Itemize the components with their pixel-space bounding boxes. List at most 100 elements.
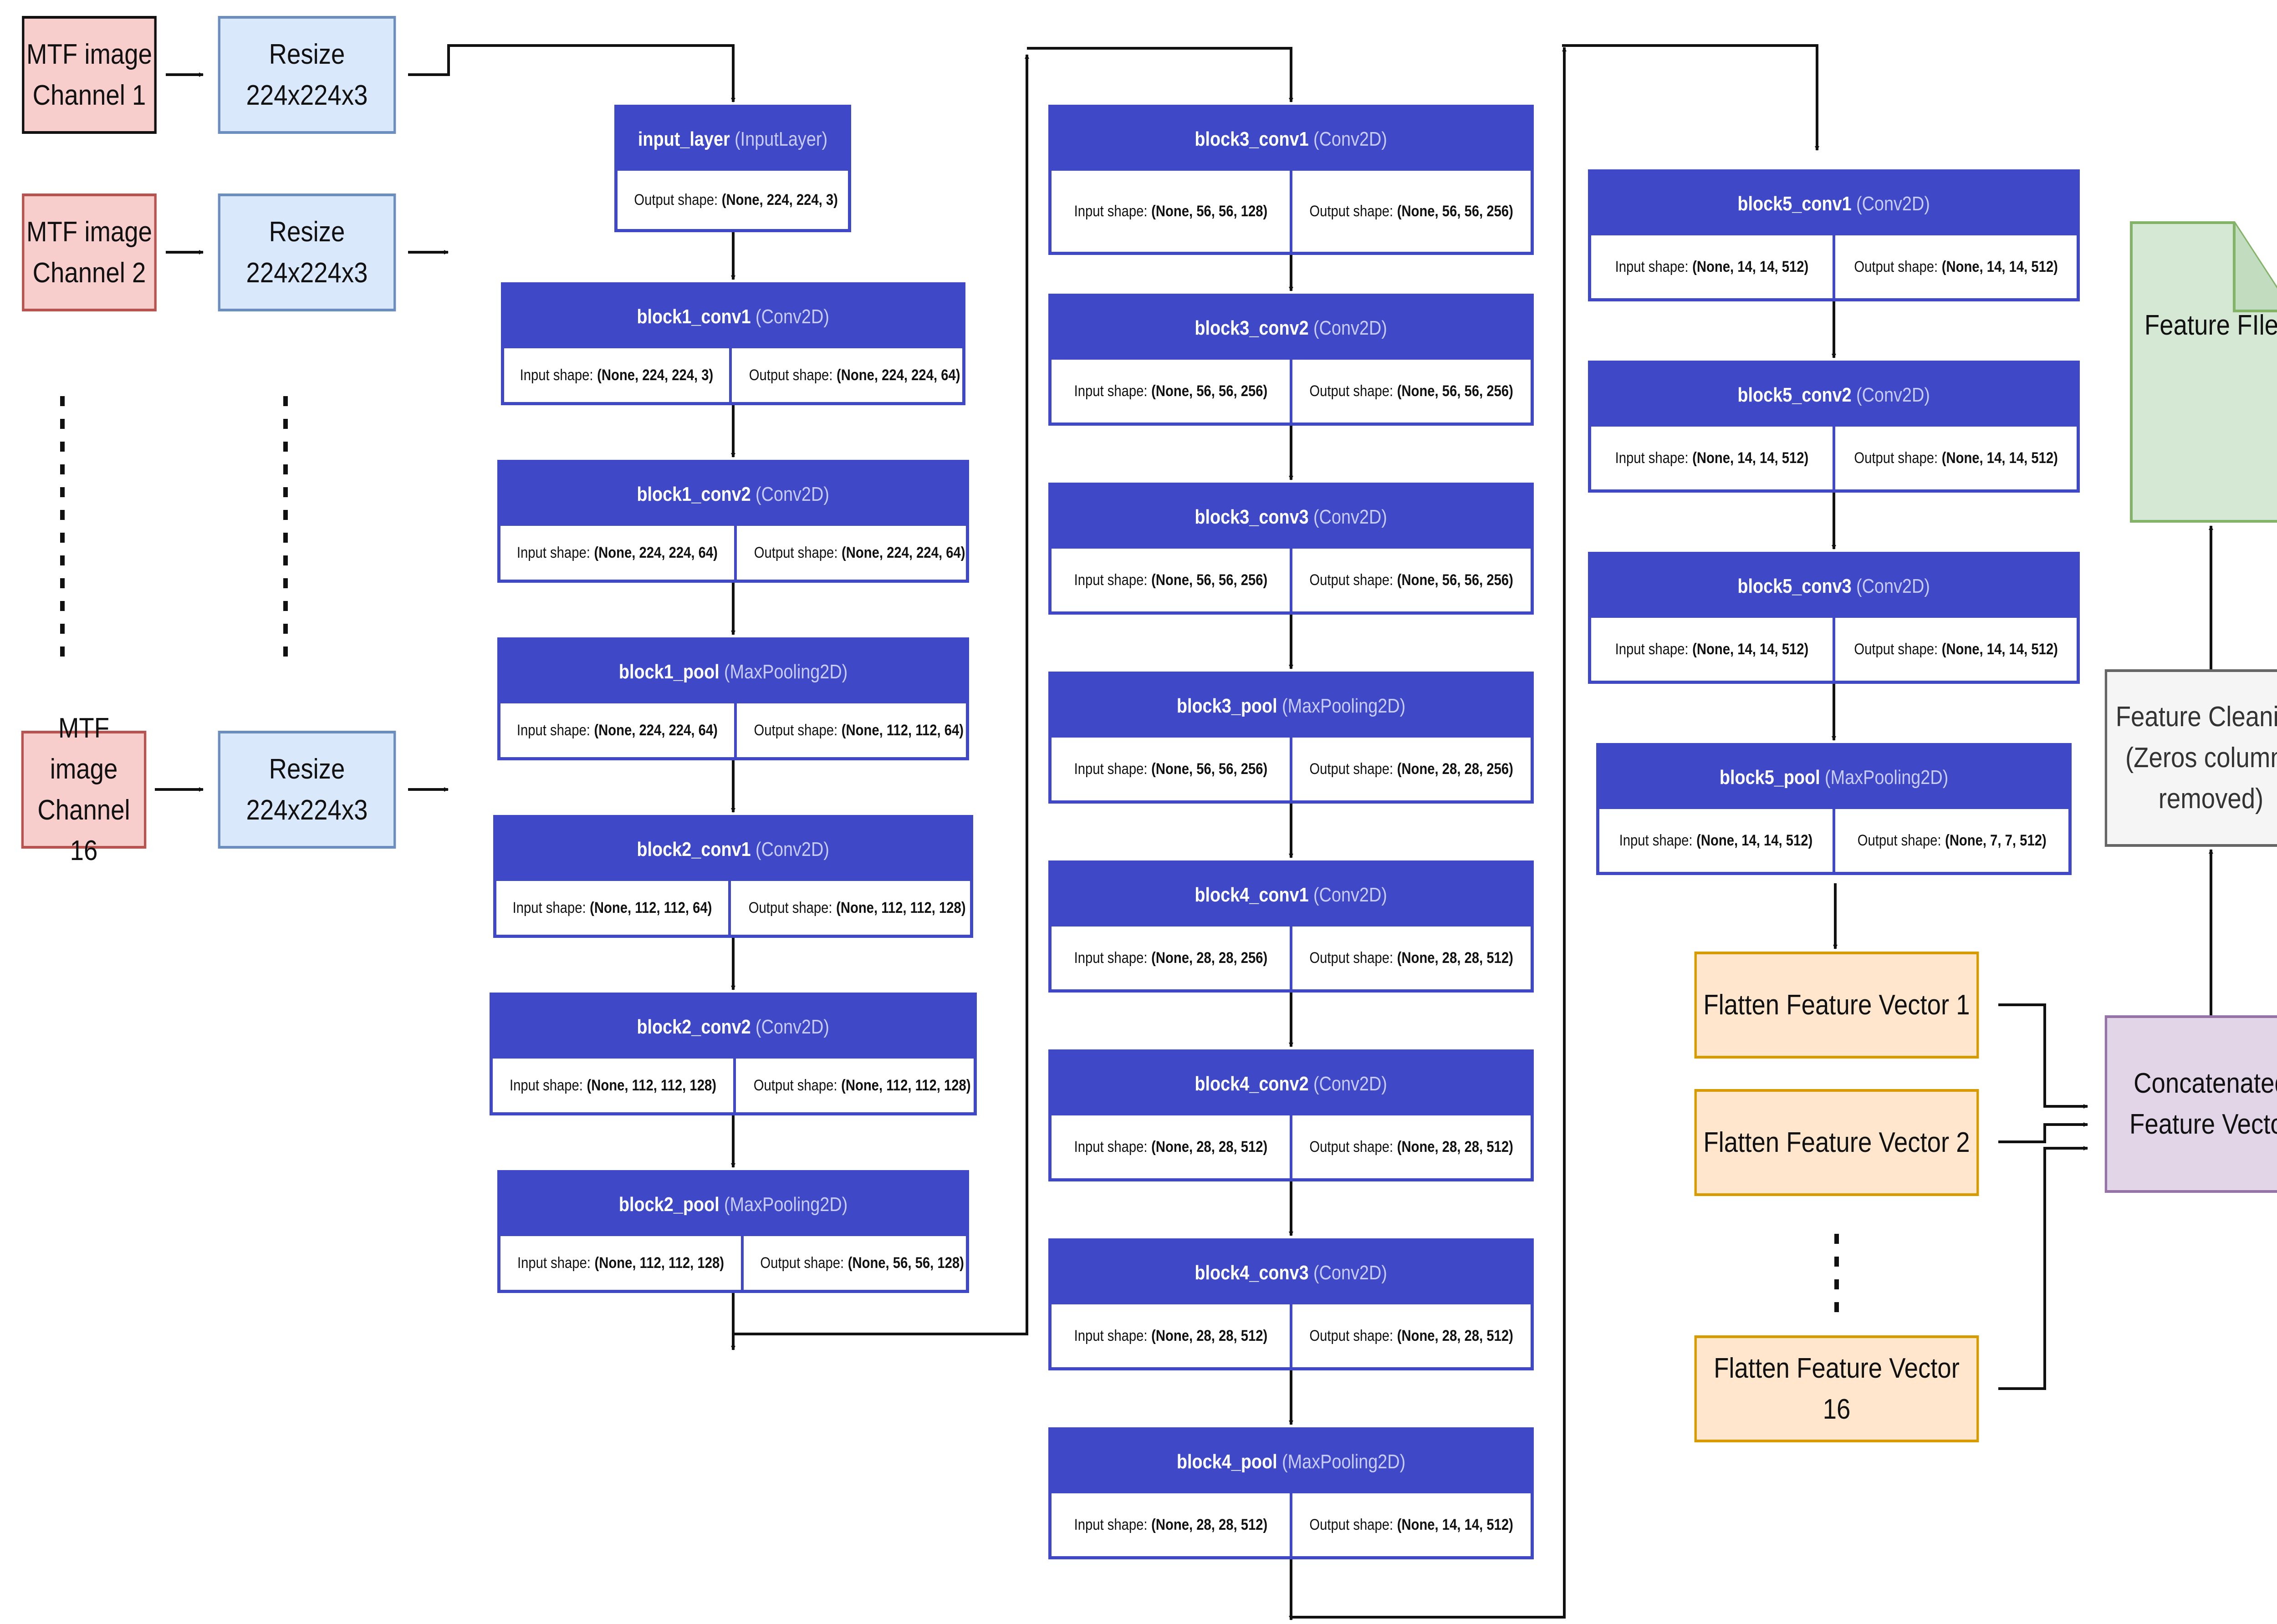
input-shape-cell: Input shape:(None, 28, 28, 512) (1052, 1115, 1290, 1178)
layer-name: block5_pool (1719, 766, 1820, 789)
layer-type: (MaxPooling2D) (724, 661, 848, 683)
layer-type: (MaxPooling2D) (1281, 1451, 1406, 1473)
arrow-col2-to-col3-up (1291, 47, 1567, 1619)
input-shape-value: (None, 28, 28, 512) (1151, 1516, 1267, 1533)
layer-header: block3_conv2(Conv2D) (1052, 297, 1531, 360)
input-shape-value: (None, 224, 224, 3) (597, 366, 714, 384)
layer-type: (MaxPooling2D) (724, 1193, 848, 1216)
layer-name: block2_conv1 (637, 838, 751, 860)
resize-ellipsis (283, 396, 290, 669)
input-shape-label: Input shape: (1074, 1516, 1148, 1533)
input-shape-value: (None, 224, 224, 64) (594, 721, 718, 739)
input-shape-value: (None, 14, 14, 512) (1692, 640, 1809, 658)
output-shape-cell: Output shape:(None, 56, 56, 256) (1290, 549, 1531, 611)
layer-shapes: Input shape:(None, 112, 112, 128)Output … (493, 1059, 974, 1112)
input-shape-cell: Input shape:(None, 56, 56, 256) (1052, 360, 1290, 423)
input-shape-label: Input shape: (516, 721, 590, 739)
feature-file-label-box: Feature FIle (2139, 291, 2277, 360)
layer-shapes: Input shape:(None, 112, 112, 128)Output … (500, 1236, 966, 1290)
layer-block5_conv2: block5_conv2(Conv2D)Input shape:(None, 1… (1588, 361, 2080, 493)
output-shape-value: (None, 112, 112, 64) (841, 721, 964, 739)
input-shape-cell: Input shape:(None, 14, 14, 512) (1591, 618, 1833, 681)
input-shape-cell: Input shape:(None, 56, 56, 256) (1052, 738, 1290, 800)
input-shape-cell: Input shape:(None, 56, 56, 256) (1052, 549, 1290, 611)
layer-header: block3_conv3(Conv2D) (1052, 486, 1531, 549)
output-shape-label: Output shape: (760, 1254, 844, 1272)
layer-name: block5_conv3 (1737, 575, 1852, 597)
channel-16-label: MTF image Channel 16 (37, 712, 130, 867)
layer-block1_conv2: block1_conv2(Conv2D)Input shape:(None, 2… (497, 460, 969, 583)
input-shape-label: Input shape: (516, 544, 590, 561)
input-shape-label: Input shape: (1074, 760, 1148, 778)
layer-block2_pool: block2_pool(MaxPooling2D)Input shape:(No… (497, 1170, 969, 1293)
layer-header: block1_pool(MaxPooling2D) (500, 641, 966, 703)
layer-header: block2_conv1(Conv2D) (496, 818, 970, 881)
layer-type: (Conv2D) (1313, 128, 1388, 150)
layer-shapes: Input shape:(None, 56, 56, 256)Output sh… (1052, 549, 1531, 611)
input-shape-cell: Input shape:(None, 224, 224, 64) (500, 703, 734, 757)
output-shape-cell: Output shape:(None, 112, 112, 64) (734, 703, 980, 757)
input-shape-label: Input shape: (1074, 382, 1148, 400)
output-shape-cell: Output shape:(None, 14, 14, 512) (1833, 427, 2077, 489)
layer-header: block1_conv1(Conv2D) (504, 285, 962, 348)
input-shape-cell: Input shape:(None, 112, 112, 64) (496, 881, 728, 935)
flatten-ellipsis (1834, 1234, 1841, 1325)
channel-ellipsis (60, 396, 66, 669)
layer-shapes: Input shape:(None, 224, 224, 3)Output sh… (504, 348, 962, 402)
resize-16-label: Resize 224x224x3 (246, 753, 368, 826)
layer-name: block4_conv1 (1195, 884, 1309, 906)
input-shape-label: Input shape: (1074, 202, 1148, 220)
output-shape-value: (None, 112, 112, 128) (836, 899, 966, 916)
arrow-col2-top (1027, 47, 1293, 102)
output-shape-cell: Output shape:(None, 28, 28, 512) (1290, 1115, 1531, 1178)
output-shape-label: Output shape: (634, 191, 718, 209)
output-shape-value: (None, 56, 56, 256) (1397, 571, 1514, 589)
output-shape-value: (None, 28, 28, 512) (1397, 1138, 1514, 1156)
output-shape-label: Output shape: (1309, 760, 1394, 778)
layer-name: block3_conv3 (1195, 506, 1309, 528)
arrow-col1-to-col2-up (733, 54, 1029, 1335)
output-shape-label: Output shape: (1309, 1327, 1394, 1344)
output-shape-label: Output shape: (1309, 382, 1394, 400)
resize-16-box: Resize 224x224x3 (218, 731, 396, 849)
output-shape-label: Output shape: (1309, 571, 1394, 589)
layer-name: block3_conv1 (1195, 128, 1309, 150)
layer-name: block2_conv2 (637, 1016, 751, 1038)
output-shape-cell: Output shape:(None, 112, 112, 128) (733, 1059, 988, 1112)
output-shape-label: Output shape: (754, 544, 838, 561)
channel-2-label: MTF image Channel 2 (26, 216, 152, 289)
feature-file-icon (2130, 221, 2277, 523)
layer-shapes: Input shape:(None, 112, 112, 64) Output s… (496, 881, 970, 935)
output-shape-value: (None, 14, 14, 512) (1397, 1516, 1514, 1533)
layer-type: (Conv2D) (756, 483, 830, 505)
output-shape-value: (None, 7, 7, 512) (1945, 831, 2047, 849)
input-shape-value: (None, 112, 112, 128) (587, 1076, 716, 1094)
resize-1-label: Resize 224x224x3 (246, 38, 368, 111)
input-shape-value: (None, 14, 14, 512) (1692, 449, 1809, 467)
input-shape-value: (None, 28, 28, 512) (1151, 1138, 1267, 1156)
input-shape-label: Input shape: (512, 899, 586, 916)
resize-2-box: Resize 224x224x3 (218, 193, 396, 311)
output-shape-label: Output shape: (748, 899, 832, 916)
channel-2-box: MTF image Channel 2 (22, 193, 157, 311)
layer-type: (Conv2D) (1313, 1262, 1388, 1284)
arrow-f16-to-concat (1998, 1146, 2088, 1390)
input-shape-label: Input shape: (1615, 258, 1689, 275)
layer-block2_conv1: block2_conv1(Conv2D)Input shape:(None, 1… (493, 815, 973, 938)
output-shape-value: (None, 224, 224, 64) (841, 544, 965, 561)
output-shape-cell: Output shape:(None, 28, 28, 512) (1290, 1304, 1531, 1367)
output-shape-label: Output shape: (1309, 1516, 1394, 1533)
layer-name: block4_pool (1176, 1451, 1277, 1473)
concatenated-vector-box: Concatenated Feature Vector (2104, 1015, 2277, 1193)
layer-name: block4_conv3 (1195, 1262, 1309, 1284)
output-shape-cell: Output shape:(None, 224, 224, 3) (618, 171, 854, 229)
output-shape-label: Output shape: (754, 721, 837, 739)
output-shape-cell: Output shape:(None, 56, 56, 256) (1290, 360, 1531, 423)
output-shape-label: Output shape: (749, 366, 833, 384)
input-shape-cell: Input shape:(None, 224, 224, 64) (500, 526, 734, 580)
arrow-col3-top (1562, 44, 1819, 151)
layer-shapes: Input shape:(None, 56, 56, 256)Output sh… (1052, 360, 1531, 423)
layer-shapes: Input shape:(None, 14, 14, 512)Output sh… (1591, 427, 2077, 489)
output-shape-cell: Output shape:(None, 28, 28, 256) (1290, 738, 1531, 800)
